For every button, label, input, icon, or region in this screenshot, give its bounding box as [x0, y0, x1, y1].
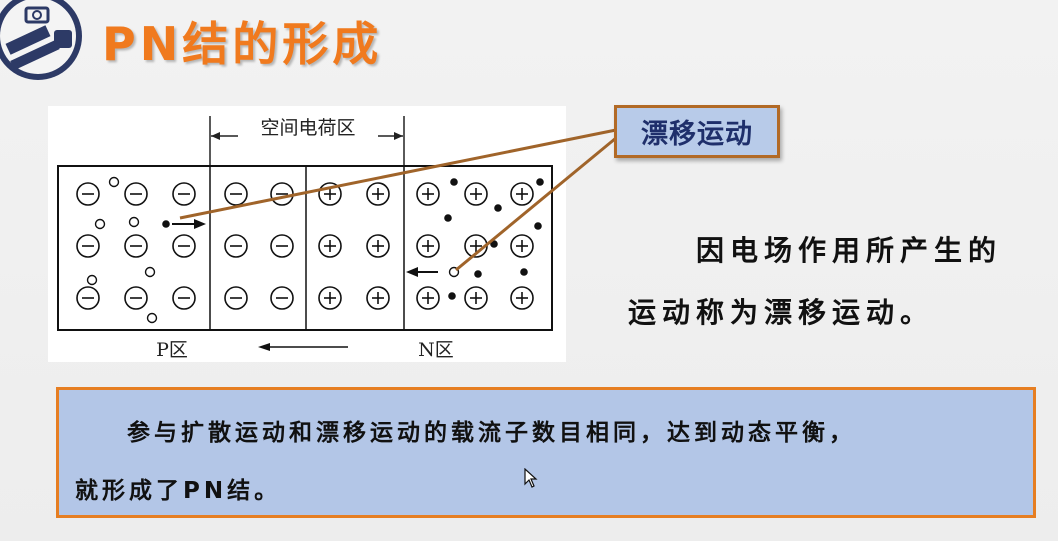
- drift-arrow-left: [406, 267, 418, 277]
- positive-ion: [366, 182, 390, 206]
- positive-ion: [464, 286, 488, 310]
- p-region-label: P区: [156, 339, 188, 361]
- ion-symbols: [76, 182, 534, 310]
- mouse-cursor-icon: [524, 468, 538, 488]
- hole: [146, 312, 158, 324]
- hole: [86, 274, 98, 286]
- hole: [128, 216, 140, 228]
- negative-ion: [172, 182, 196, 206]
- negative-ion: [124, 182, 148, 206]
- positive-ion: [416, 286, 440, 310]
- negative-ion: [76, 286, 100, 310]
- free-electron: [162, 220, 170, 228]
- hole: [108, 176, 120, 188]
- positive-ion: [416, 234, 440, 258]
- free-electron: [520, 268, 528, 276]
- negative-ion: [124, 286, 148, 310]
- n-region-label: N区: [418, 339, 454, 361]
- pn-junction-figure: 空间电荷区 P区 N区: [48, 106, 566, 362]
- hole: [94, 218, 106, 230]
- negative-ion: [224, 182, 248, 206]
- free-electron: [534, 222, 542, 230]
- negative-ion: [172, 234, 196, 258]
- definition-line-2: 运动称为漂移运动。: [628, 296, 935, 329]
- logo-icon: [0, 0, 82, 80]
- negative-ion: [270, 234, 294, 258]
- negative-ion: [172, 286, 196, 310]
- negative-ion: [76, 234, 100, 258]
- negative-ion: [224, 286, 248, 310]
- free-electron: [490, 240, 498, 248]
- hole: [144, 266, 156, 278]
- drift-arrow-right: [194, 219, 206, 229]
- free-electron: [444, 214, 452, 222]
- semiconductor-box: [57, 165, 553, 331]
- positive-ion: [464, 182, 488, 206]
- electric-field-arrow: [258, 343, 270, 351]
- free-electron: [494, 204, 502, 212]
- positive-ion: [464, 234, 488, 258]
- positive-ion: [318, 182, 342, 206]
- positive-ion: [318, 234, 342, 258]
- pn-junction-diagram: 空间电荷区 P区 N区: [57, 116, 553, 361]
- positive-ion: [416, 182, 440, 206]
- summary-box: 参与扩散运动和漂移运动的载流子数目相同，达到动态平衡， 就形成了PN结。: [56, 387, 1036, 518]
- free-electron: [450, 178, 458, 186]
- negative-ion: [270, 182, 294, 206]
- free-electron: [474, 270, 482, 278]
- slide-title: PN结的形成: [102, 17, 383, 71]
- definition-line-1: 因电场作用所产生的: [696, 234, 1003, 267]
- drift-definition: 因电场作用所产生的 运动称为漂移运动。: [628, 220, 1028, 344]
- positive-ion: [510, 182, 534, 206]
- summary-line-2: 就形成了PN结。: [75, 478, 282, 504]
- drift-motion-callout: 漂移运动: [614, 105, 780, 158]
- positive-ion: [366, 234, 390, 258]
- positive-ion: [510, 234, 534, 258]
- positive-ion: [318, 286, 342, 310]
- negative-ion: [224, 234, 248, 258]
- positive-ion: [510, 286, 534, 310]
- summary-line-1: 参与扩散运动和漂移运动的载流子数目相同，达到动态平衡，: [127, 420, 856, 446]
- negative-ion: [124, 234, 148, 258]
- space-charge-region-label: 空间电荷区: [260, 117, 355, 139]
- free-electron: [448, 292, 456, 300]
- free-electron: [536, 178, 544, 186]
- negative-ion: [76, 182, 100, 206]
- positive-ion: [366, 286, 390, 310]
- negative-ion: [270, 286, 294, 310]
- hole: [448, 266, 460, 278]
